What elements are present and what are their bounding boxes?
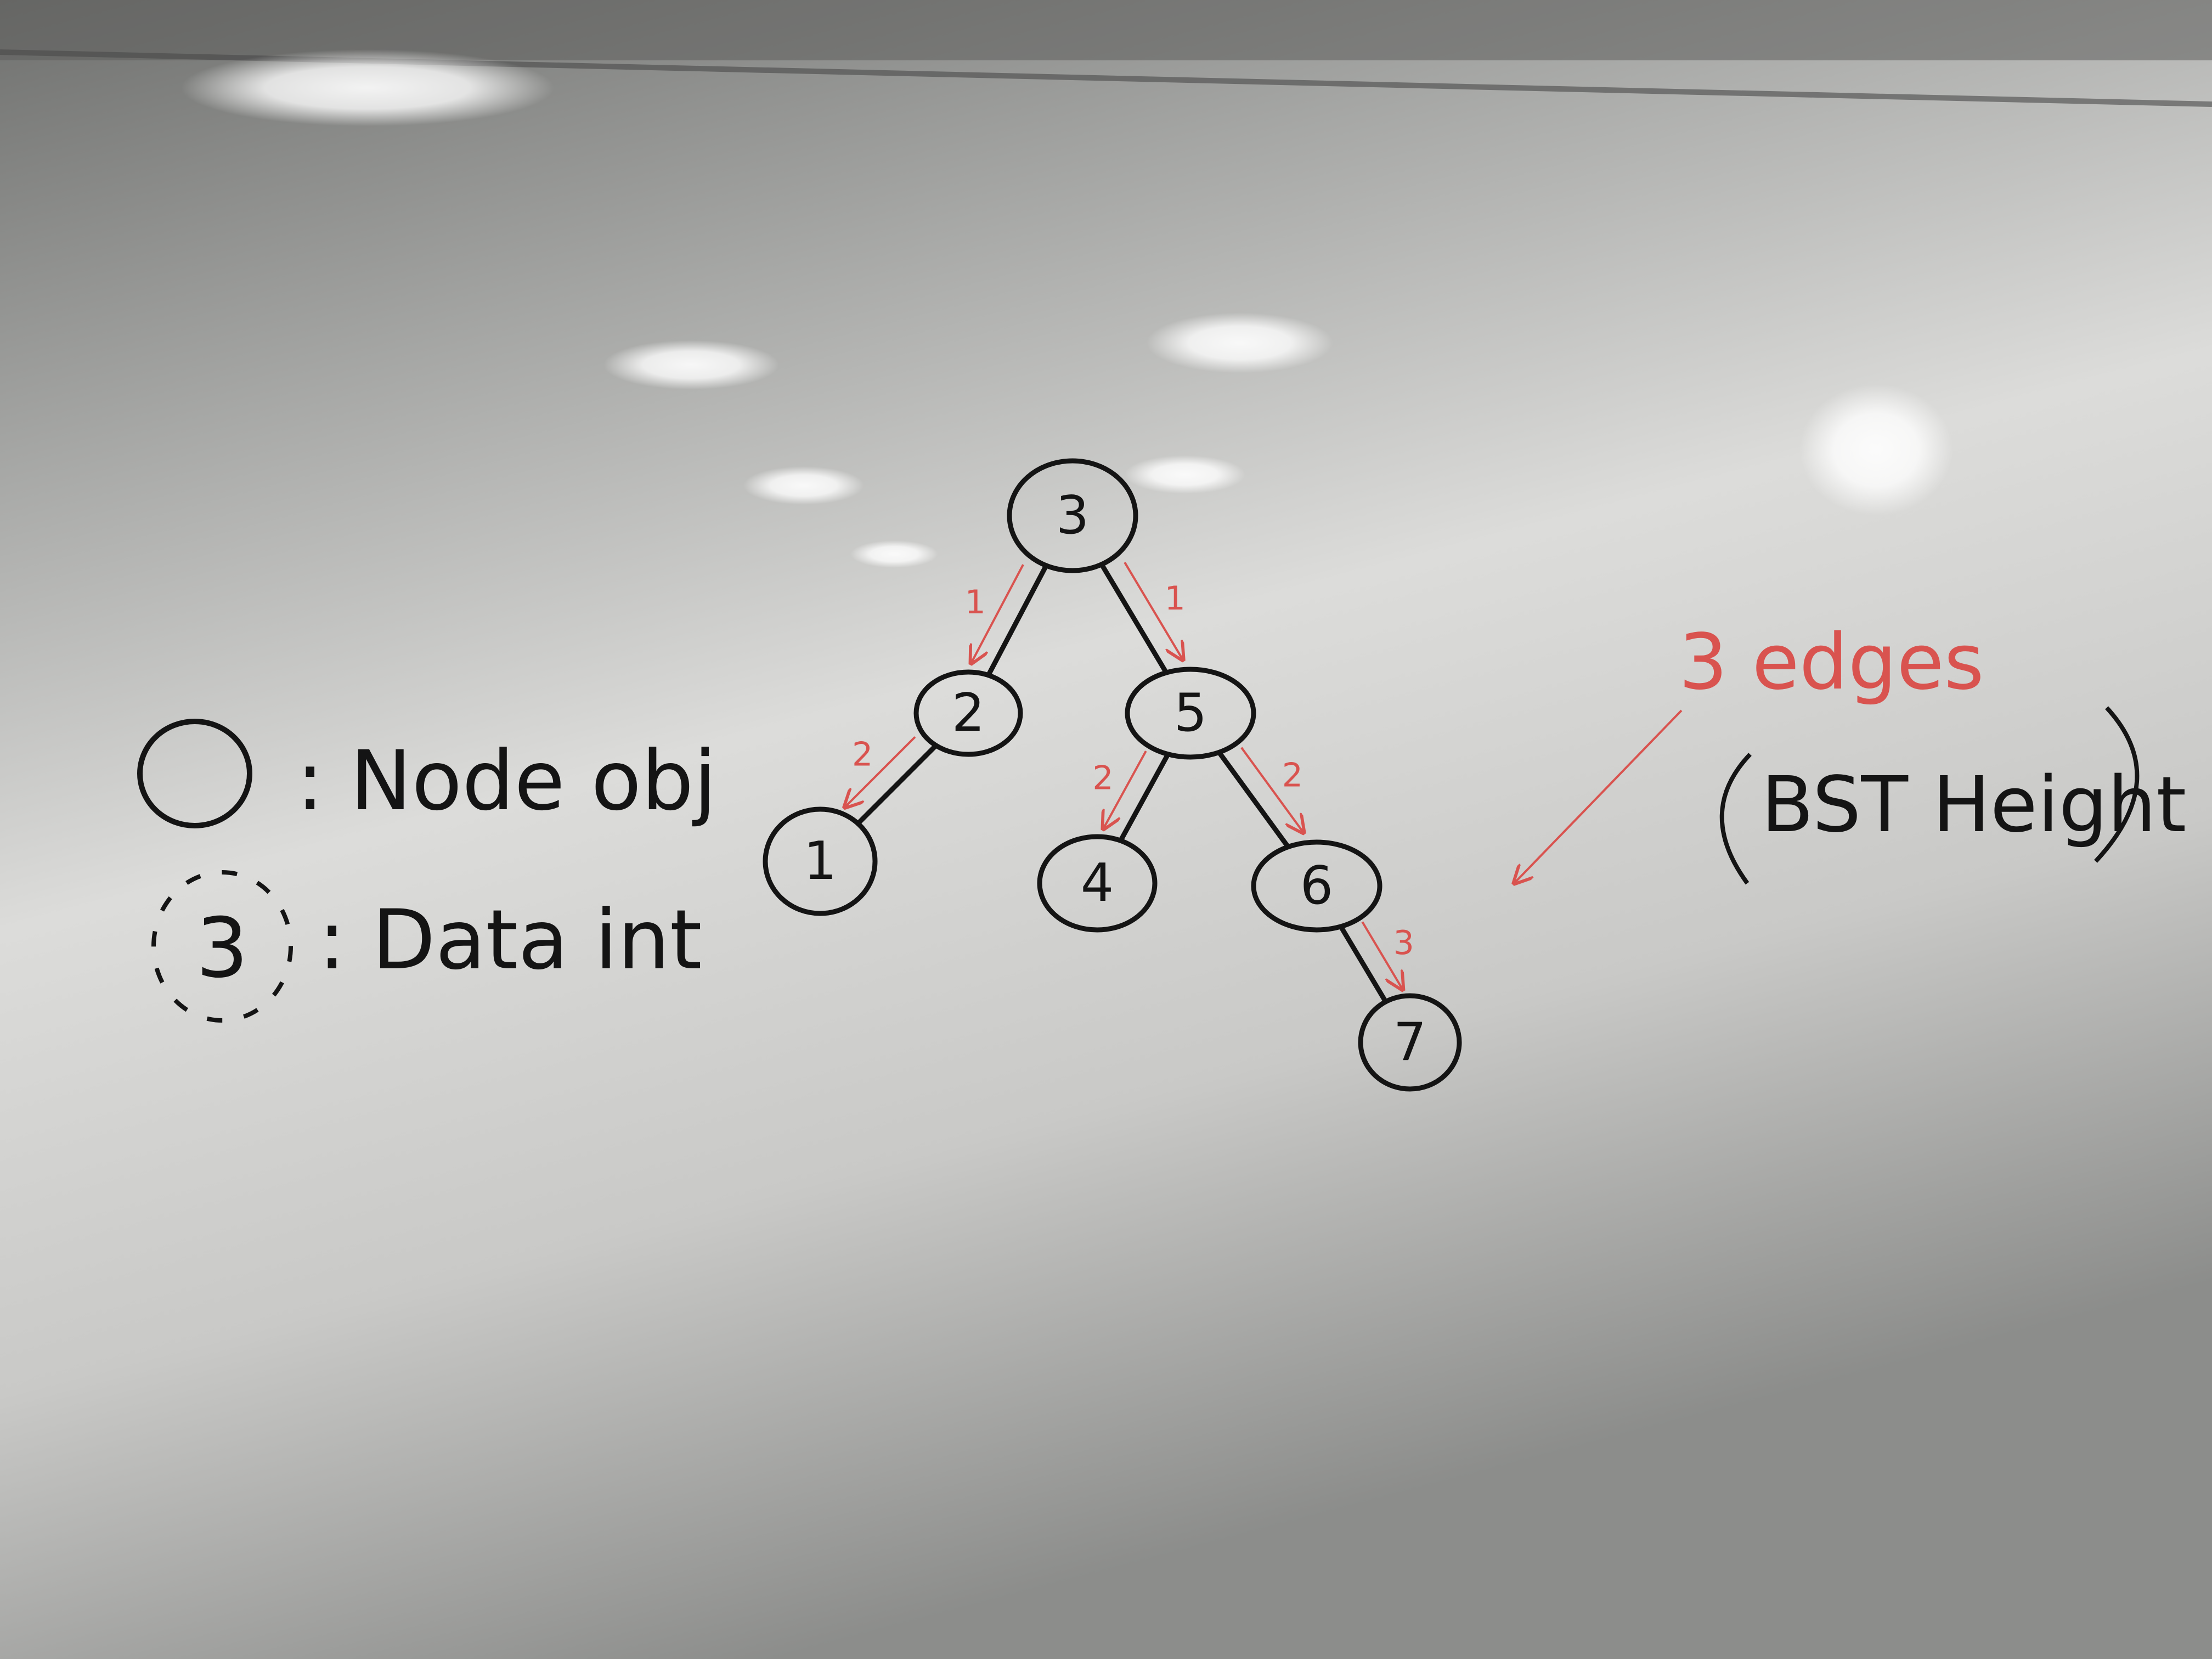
depth-label-n3-n2: 1 <box>965 583 986 622</box>
tree-node-5: 5 <box>1125 667 1256 760</box>
tree-edge-n2-n1 <box>855 743 939 826</box>
node-value: 5 <box>1174 683 1207 743</box>
tree-node-6: 6 <box>1251 839 1383 933</box>
depth-arrows: 1 1 2 2 2 3 <box>845 562 1414 990</box>
legend-node-obj: : Node obj <box>137 719 716 829</box>
dashed-circle-symbol <box>151 870 293 1023</box>
tree-edge-n5-n6 <box>1216 749 1291 850</box>
node-circle <box>913 669 1023 757</box>
depth-label-n3-n5: 1 <box>1165 579 1186 618</box>
tree-edge-n3-n2 <box>986 563 1049 678</box>
depth-arrow-n5-n4 <box>1103 751 1147 829</box>
node-circle <box>1007 458 1138 573</box>
left-parenthesis <box>1719 753 1752 885</box>
depth-arrow-n5-n6 <box>1240 747 1304 833</box>
tree-node-2: 2 <box>913 669 1023 757</box>
node-circle <box>1037 834 1158 933</box>
tree-edge-n6-n7 <box>1338 924 1389 1005</box>
legend: : Node obj 3 : Data int <box>137 719 716 1023</box>
node-value: 7 <box>1393 1012 1426 1073</box>
legend-data-int: 3 : Data int <box>151 870 702 1023</box>
depth-arrow-n2-n1 <box>845 736 916 807</box>
tree-node-1: 1 <box>763 806 878 916</box>
tree-node-4: 4 <box>1037 834 1158 933</box>
tree-node-7: 7 <box>1358 993 1462 1092</box>
legend-data-int-label: : Data int <box>318 893 702 988</box>
annotation-arrow <box>1514 709 1683 883</box>
depth-arrow-n3-n2 <box>971 564 1024 663</box>
node-circle <box>1125 667 1256 760</box>
node-value: 3 <box>1056 486 1089 546</box>
tree-edge-n3-n5 <box>1099 562 1169 675</box>
bst-height-label: BST Height <box>1761 760 2186 850</box>
tree-node-3: 3 <box>1007 458 1138 573</box>
height-annotation: 3 edges BST Height <box>1514 618 2186 883</box>
node-circle <box>1358 993 1462 1092</box>
legend-data-int-value: 3 <box>196 901 248 996</box>
node-circle <box>763 806 878 916</box>
depth-arrow-n6-n7 <box>1361 921 1403 989</box>
right-parenthesis <box>2094 706 2140 863</box>
depth-label-n2-n1: 2 <box>852 736 873 774</box>
depth-label-n6-n7: 3 <box>1393 924 1414 962</box>
depth-arrow-n3-n5 <box>1124 562 1183 660</box>
depth-label-n5-n4: 2 <box>1092 759 1113 797</box>
legend-node-obj-label: : Node obj <box>296 733 716 829</box>
node-value: 2 <box>952 683 985 743</box>
edges-count-label: 3 edges <box>1679 618 1984 707</box>
tree-edges <box>855 562 1389 1005</box>
node-value: 4 <box>1081 853 1114 913</box>
depth-label-n5-n6: 2 <box>1282 757 1303 795</box>
solid-circle-symbol <box>137 719 252 828</box>
tree-nodes: 3 2 5 1 4 6 7 <box>763 458 1462 1092</box>
node-circle <box>1251 839 1383 933</box>
node-value: 1 <box>804 831 837 891</box>
node-value: 6 <box>1300 856 1333 916</box>
ceiling-light-reflections <box>181 49 1953 568</box>
tree-edge-n5-n4 <box>1118 752 1171 843</box>
